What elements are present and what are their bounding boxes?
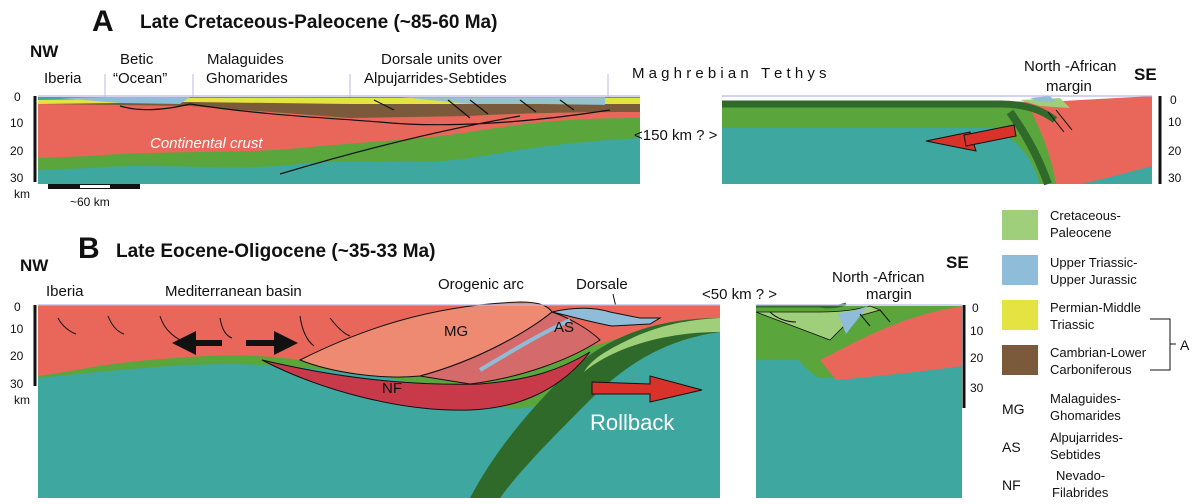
tick-b-l-10: 10 — [10, 322, 24, 336]
depth-scale-b-left: 0 10 20 30 km — [10, 300, 37, 407]
depth-unit-b: km — [14, 393, 30, 407]
svg-text:Ghomarides: Ghomarides — [1050, 408, 1121, 423]
legend-group-a: A — [1180, 337, 1190, 353]
depth-unit-a: km — [14, 187, 30, 201]
tick-b-r-20: 20 — [970, 351, 984, 365]
svg-text:Upper Jurassic: Upper Jurassic — [1050, 272, 1137, 287]
label-malaguides-1: Malaguides — [207, 51, 284, 68]
label-betic-1: Betic — [120, 51, 154, 68]
label-gap-a: <150 km ? > — [634, 127, 718, 144]
depth-scale-b-right: 0 10 20 30 — [962, 301, 984, 408]
panel-a-letter: A — [92, 5, 114, 38]
tick-b-r-0: 0 — [972, 301, 979, 315]
svg-text:Cretaceous-: Cretaceous- — [1050, 208, 1121, 223]
depth-scale-a-left: 0 10 20 30 km — [10, 90, 37, 201]
legend-item-permian: Permian-Middle Triassic — [1002, 300, 1141, 332]
tick-a-r-10: 10 — [1168, 115, 1182, 129]
tick-a-l-30: 30 — [10, 171, 24, 185]
label-north-african-b-2: margin — [866, 286, 912, 303]
tick-b-l-20: 20 — [10, 349, 24, 363]
depth-scale-a-right: 0 10 20 30 — [1158, 93, 1182, 185]
label-dorsale-1: Dorsale units over — [381, 51, 502, 68]
tick-a-l-20: 20 — [10, 144, 24, 158]
svg-text:Upper Triassic-: Upper Triassic- — [1050, 255, 1137, 270]
label-north-african-a-2: margin — [1046, 78, 1092, 95]
label-nf: NF — [382, 380, 402, 397]
section-b-right — [755, 302, 962, 498]
svg-text:NF: NF — [1002, 477, 1021, 493]
tick-a-l-10: 10 — [10, 116, 24, 130]
panel-b-nw: NW — [20, 256, 49, 275]
svg-text:Triassic: Triassic — [1050, 317, 1095, 332]
tick-b-r-10: 10 — [970, 324, 984, 338]
svg-text:Permian-Middle: Permian-Middle — [1050, 300, 1141, 315]
legend-item-triassic-jurassic: Upper Triassic- Upper Jurassic — [1002, 255, 1137, 287]
label-malaguides-2: Ghomarides — [206, 70, 288, 87]
svg-text:Sebtides: Sebtides — [1050, 447, 1101, 462]
tick-a-r-0: 0 — [1170, 93, 1177, 107]
tick-a-l-0: 0 — [14, 90, 21, 104]
label-iberia-a: Iberia — [44, 70, 82, 87]
tick-b-r-30: 30 — [970, 381, 984, 395]
label-tethys: M a g h r e b i a n T e t h y s — [632, 65, 827, 82]
legend-item-cretaceous: Cretaceous- Paleocene — [1002, 208, 1121, 240]
label-gap-b: <50 km ? > — [702, 286, 777, 303]
svg-text:Cambrian-Lower: Cambrian-Lower — [1050, 345, 1147, 360]
legend-abbr-mg: MG Malaguides- Ghomarides — [1002, 391, 1121, 423]
svg-text:Alpujarrides-: Alpujarrides- — [1050, 430, 1123, 445]
legend-abbr-nf: NF Nevado- Filabrides — [1002, 468, 1109, 500]
scale-bar-a: ~60 km — [48, 184, 140, 209]
section-a-left: Continental crust — [38, 95, 640, 184]
svg-text:MG: MG — [1002, 401, 1025, 417]
scale-bar-label: ~60 km — [70, 195, 110, 209]
tick-a-r-30: 30 — [1168, 171, 1182, 185]
tick-a-r-20: 20 — [1168, 144, 1182, 158]
legend-item-cambrian: Cambrian-Lower Carboniferous — [1002, 345, 1147, 377]
svg-text:Carboniferous: Carboniferous — [1050, 362, 1132, 377]
legend: Cretaceous- Paleocene Upper Triassic- Up… — [1002, 208, 1190, 500]
label-betic-2: “Ocean” — [113, 70, 167, 87]
svg-text:Nevado-: Nevado- — [1056, 468, 1105, 483]
panel-b-title: Late Eocene-Oligocene (~35-33 Ma) — [116, 241, 435, 262]
svg-text:Filabrides: Filabrides — [1052, 485, 1109, 500]
label-mediterranean: Mediterranean basin — [165, 283, 302, 300]
section-b-left: MG AS NF Rollback — [38, 301, 720, 498]
svg-text:Malaguides-: Malaguides- — [1050, 391, 1121, 406]
panel-a-se: SE — [1134, 65, 1157, 84]
section-a-right — [722, 95, 1152, 186]
svg-text:AS: AS — [1002, 439, 1021, 455]
label-continental-crust: Continental crust — [150, 135, 263, 152]
panel-b-letter: B — [78, 232, 100, 265]
label-dorsale-2: Alpujarrides-Sebtides — [364, 70, 507, 87]
tick-b-l-30: 30 — [10, 377, 24, 391]
panel-b: B Late Eocene-Oligocene (~35-33 Ma) NW S… — [10, 232, 984, 498]
label-dorsale-b: Dorsale — [576, 276, 628, 293]
panel-b-se: SE — [946, 253, 969, 272]
label-mg: MG — [444, 323, 468, 340]
label-as: AS — [554, 319, 574, 336]
label-orogenic-arc: Orogenic arc — [438, 276, 524, 293]
panel-a-title: Late Cretaceous-Paleocene (~85-60 Ma) — [140, 12, 497, 33]
tick-b-l-0: 0 — [14, 300, 21, 314]
panel-a: A Late Cretaceous-Paleocene (~85-60 Ma) … — [10, 5, 1182, 209]
label-iberia-b: Iberia — [46, 283, 84, 300]
label-north-african-a-1: North -African — [1024, 58, 1117, 75]
legend-abbr-as: AS Alpujarrides- Sebtides — [1002, 430, 1123, 462]
label-north-african-b-1: North -African — [832, 269, 925, 286]
svg-text:Paleocene: Paleocene — [1050, 225, 1111, 240]
label-rollback: Rollback — [590, 410, 675, 435]
panel-a-nw: NW — [30, 42, 59, 61]
